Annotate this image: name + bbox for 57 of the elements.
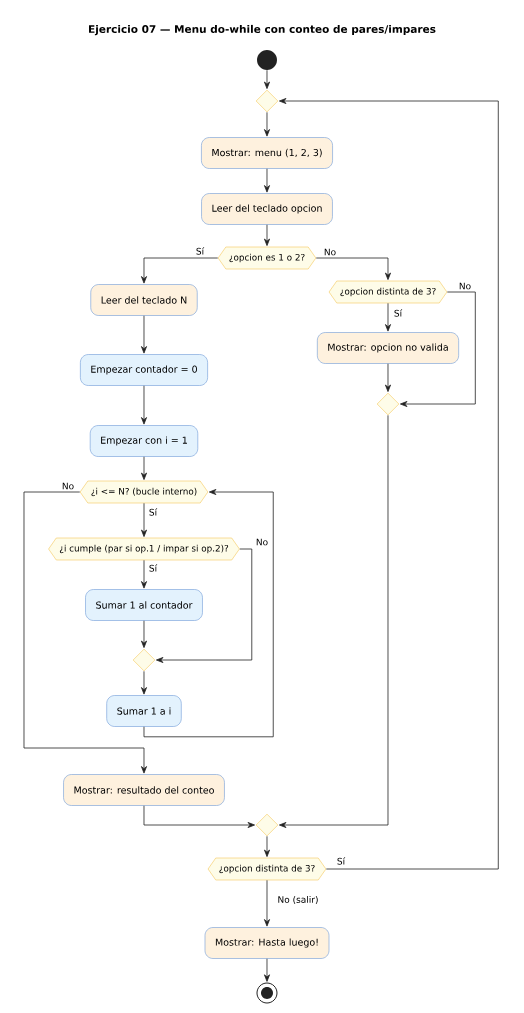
arrow xyxy=(141,559,147,589)
process-box: Mostrar: resultado del conteo xyxy=(63,774,225,806)
arrow xyxy=(279,414,389,828)
arrow xyxy=(264,224,270,246)
edge-label: No xyxy=(322,247,338,257)
arrow xyxy=(264,879,270,927)
edge-label: No xyxy=(60,481,76,491)
edge-label: Sí xyxy=(147,507,159,517)
decision-hexagon: ¿opcion distinta de 3? xyxy=(328,280,448,304)
arrow xyxy=(264,958,270,982)
arrow xyxy=(264,168,270,193)
arrow xyxy=(141,670,147,695)
process-box: Leer del teclado opcion xyxy=(201,193,333,225)
start-circle xyxy=(257,50,277,70)
edge-label: No xyxy=(254,537,270,547)
merge-diamond xyxy=(255,89,279,113)
process-box: Mostrar: menu (1, 2, 3) xyxy=(201,137,333,169)
process-box: Sumar 1 a i xyxy=(106,695,182,727)
arrow xyxy=(279,98,499,870)
decision-hexagon: ¿i <= N? (bucle interno) xyxy=(79,480,209,504)
arrow xyxy=(156,548,253,663)
process-box: Empezar contador = 0 xyxy=(80,354,208,386)
process-box: Mostrar: opcion no valida xyxy=(317,332,459,364)
edge-label: Sí xyxy=(147,563,159,573)
merge-diamond xyxy=(376,392,400,416)
edge-label: Sí xyxy=(335,856,347,866)
decision-hexagon: ¿i cumple (par si op.1 / impar si op.2)? xyxy=(48,537,240,561)
arrow xyxy=(264,69,270,89)
process-box: Mostrar: Hasta luego! xyxy=(204,927,330,959)
arrow xyxy=(400,291,476,407)
arrow xyxy=(385,363,391,392)
edge-label: Sí xyxy=(194,246,206,256)
merge-diamond xyxy=(255,813,279,837)
process-box: Empezar con i = 1 xyxy=(89,425,199,457)
process-box: Leer del teclado N xyxy=(90,284,198,316)
edge-label: Sí xyxy=(392,308,404,318)
arrow xyxy=(264,111,270,137)
arrow xyxy=(141,315,147,354)
merge-diamond xyxy=(132,648,156,672)
arrow xyxy=(385,302,391,332)
edge-label: No xyxy=(457,281,473,291)
arrow xyxy=(264,835,270,857)
title: Ejercicio 07 — Menu do-while con conteo de pares/impares xyxy=(89,24,436,36)
process-box: Sumar 1 al contador xyxy=(85,589,203,621)
arrow xyxy=(23,491,147,774)
arrow xyxy=(141,456,147,480)
arrow xyxy=(141,620,147,648)
arrow xyxy=(143,489,274,738)
decision-hexagon: ¿opcion distinta de 3? xyxy=(207,857,327,881)
decision-hexagon: ¿opcion es 1 o 2? xyxy=(217,246,317,270)
arrow xyxy=(315,257,391,280)
arrow xyxy=(141,385,147,425)
end-circle xyxy=(256,982,278,1004)
arrow xyxy=(141,502,147,537)
edge-label: No (salir) xyxy=(276,895,320,905)
arrow xyxy=(143,805,255,828)
arrow xyxy=(141,257,219,284)
